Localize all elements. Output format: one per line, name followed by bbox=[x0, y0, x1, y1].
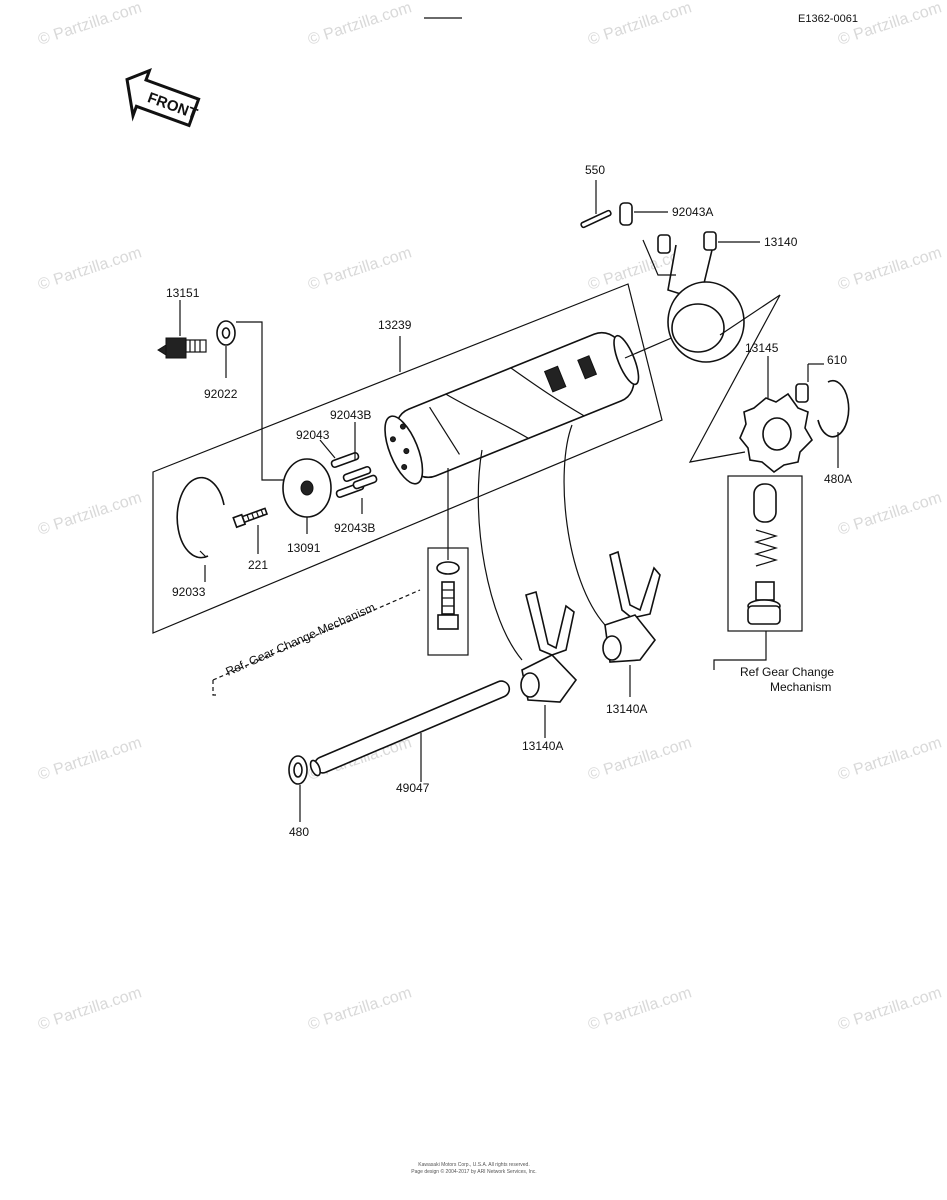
neutral-switch bbox=[157, 337, 207, 359]
shift-drum bbox=[384, 331, 640, 485]
part-label-480A: 480A bbox=[824, 472, 852, 486]
bolt-221 bbox=[232, 507, 269, 529]
drum-assembly-boundary bbox=[152, 283, 663, 634]
watermark: © Partzilla.com bbox=[306, 244, 414, 293]
fork-shaft-49047 bbox=[309, 680, 511, 777]
part-label-13091: 13091 bbox=[287, 541, 321, 555]
watermark: © Partzilla.com bbox=[36, 0, 144, 49]
circlip-480 bbox=[288, 755, 308, 785]
part-label-49047: 49047 bbox=[396, 781, 430, 795]
watermark-layer: © Partzilla.com © Partzilla.com © Partzi… bbox=[36, 0, 944, 1034]
watermark: © Partzilla.com bbox=[36, 734, 144, 783]
shift-fork-13140A-right bbox=[602, 550, 661, 663]
watermark: © Partzilla.com bbox=[836, 734, 944, 783]
watermark: © Partzilla.com bbox=[306, 984, 414, 1033]
watermark: © Partzilla.com bbox=[836, 244, 944, 293]
cam-bracket-upper bbox=[719, 294, 781, 336]
detent-bolt bbox=[436, 561, 460, 630]
ref-bracket-left-dash bbox=[212, 589, 421, 681]
part-label-480: 480 bbox=[289, 825, 309, 839]
pin-610 bbox=[795, 383, 809, 403]
cotter-pin-550 bbox=[580, 209, 612, 229]
drum-to-fork-right-arrow bbox=[563, 424, 606, 626]
front-arrow-icon: FRONT bbox=[125, 67, 201, 128]
cam-bracket bbox=[688, 294, 781, 463]
footer-line-1: Kawasaki Motors Corp., U.S.A. All rights… bbox=[418, 1162, 529, 1168]
leader-92043 bbox=[319, 439, 336, 459]
part-label-92043: 92043 bbox=[296, 428, 330, 442]
part-label-92043A: 92043A bbox=[672, 205, 713, 219]
circlip-480A bbox=[817, 379, 850, 438]
part-label-13140A-left: 13140A bbox=[522, 739, 563, 753]
ref-label-right-1: Ref Gear Change bbox=[740, 665, 834, 679]
part-label-13140A-right: 13140A bbox=[606, 702, 647, 716]
part-label-13145: 13145 bbox=[745, 341, 779, 355]
part-label-610: 610 bbox=[827, 353, 847, 367]
footer-line-2: Page design © 2004-2017 by ARI Network S… bbox=[411, 1168, 536, 1175]
drum-to-fork-left-arrow bbox=[477, 449, 523, 661]
part-label-13239: 13239 bbox=[378, 318, 412, 332]
leader-bracket-13091 bbox=[236, 321, 290, 481]
ref-bracket-left bbox=[212, 680, 219, 696]
part-label-550: 550 bbox=[585, 163, 605, 177]
shift-fork-13140 bbox=[657, 231, 745, 363]
circlip-92033-tip bbox=[199, 550, 207, 558]
shift-fork-13140A-left bbox=[520, 590, 578, 703]
leader-13140-pin bbox=[642, 239, 676, 276]
ref-bracket-right bbox=[713, 631, 767, 670]
detent-assembly-box bbox=[727, 475, 803, 632]
part-label-92043B-top: 92043B bbox=[330, 408, 371, 422]
ref-label-left: Ref. Gear Change Mechanism bbox=[224, 600, 378, 679]
part-label-92033: 92033 bbox=[172, 585, 206, 599]
pin-92043A bbox=[619, 202, 633, 226]
diagram-code: E1362-0061 bbox=[798, 13, 858, 25]
watermark: © Partzilla.com bbox=[36, 984, 144, 1033]
part-label-92043B-bottom: 92043B bbox=[334, 521, 375, 535]
detent-assembly bbox=[747, 483, 781, 625]
watermark: © Partzilla.com bbox=[836, 489, 944, 538]
part-label-13151: 13151 bbox=[166, 286, 200, 300]
plate-13091 bbox=[282, 458, 332, 518]
watermark: © Partzilla.com bbox=[306, 0, 414, 49]
star-cam-13145 bbox=[739, 392, 814, 474]
part-label-13140: 13140 bbox=[764, 235, 798, 249]
part-label-92022: 92022 bbox=[204, 387, 238, 401]
part-label-221: 221 bbox=[248, 558, 268, 572]
washer-92022 bbox=[216, 320, 236, 346]
watermark: © Partzilla.com bbox=[586, 734, 694, 783]
circlip-92033 bbox=[176, 476, 225, 559]
watermark: © Partzilla.com bbox=[586, 984, 694, 1033]
ref-label-right-2: Mechanism bbox=[770, 680, 831, 694]
pins-92043 bbox=[330, 451, 378, 499]
watermark: © Partzilla.com bbox=[36, 489, 144, 538]
watermark: © Partzilla.com bbox=[586, 0, 694, 49]
watermark: © Partzilla.com bbox=[36, 244, 144, 293]
watermark: © Partzilla.com bbox=[836, 984, 944, 1033]
